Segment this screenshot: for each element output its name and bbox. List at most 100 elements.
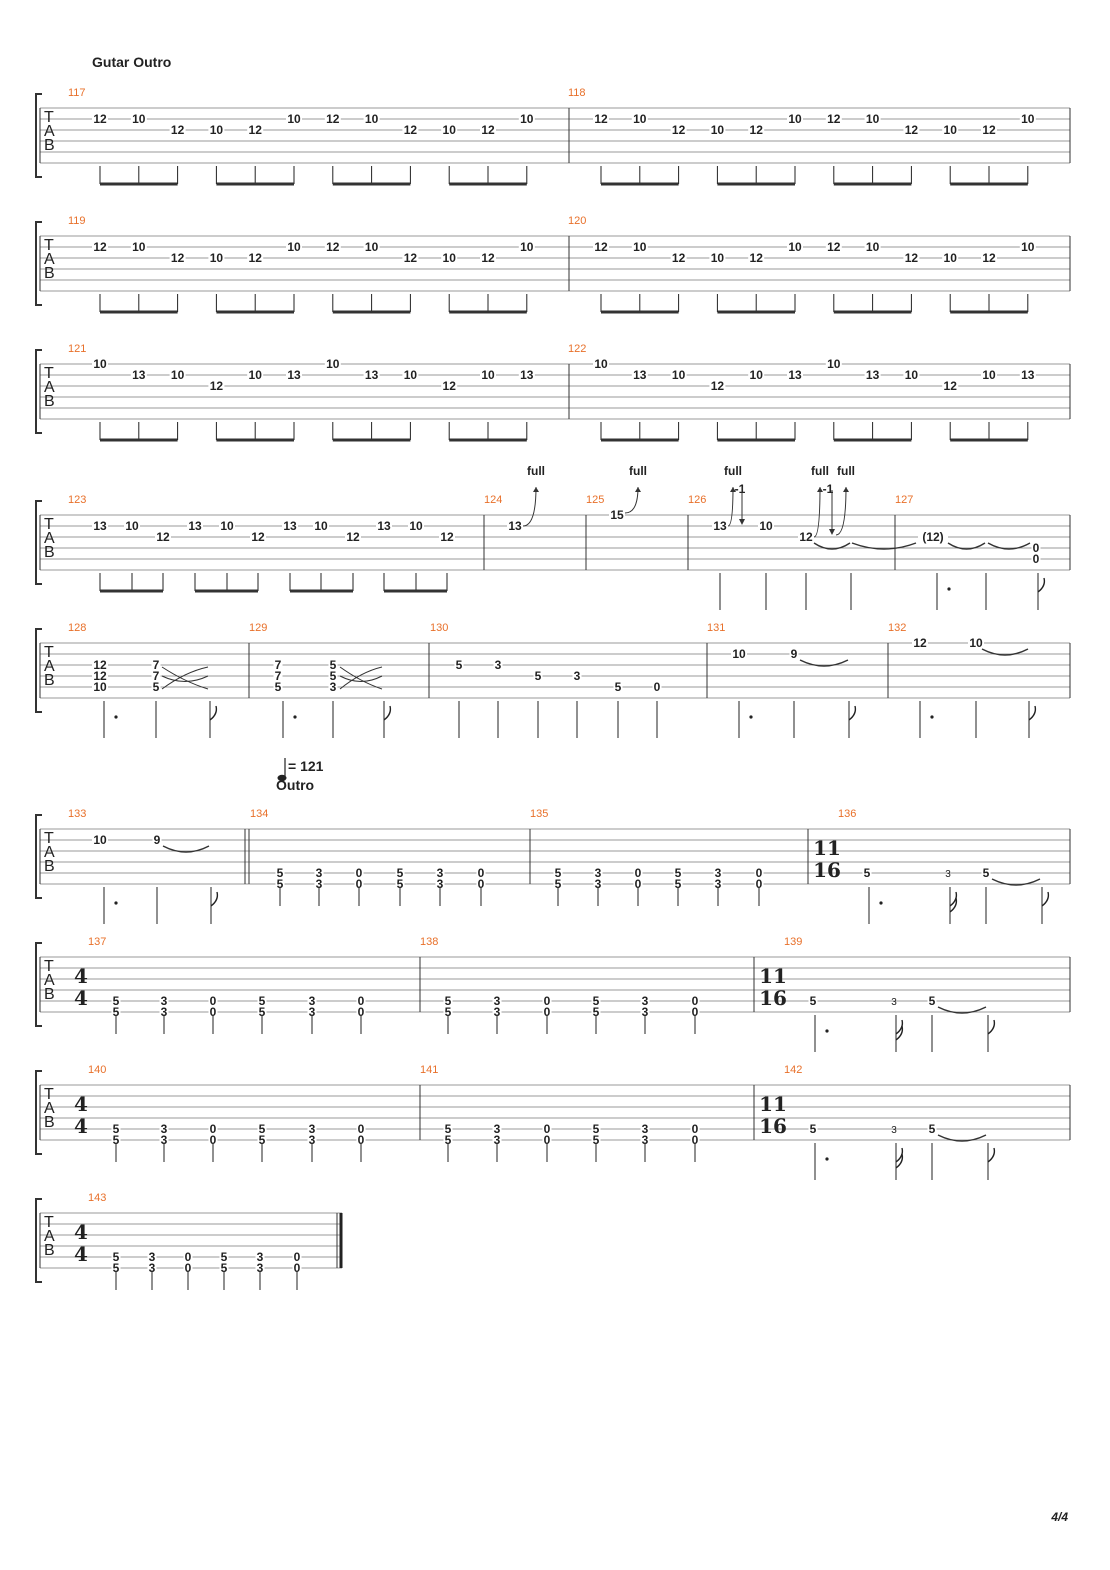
fret-mask — [443, 1134, 453, 1145]
fret-mask — [282, 520, 298, 531]
fret-number: 12 — [249, 251, 263, 265]
fret-number: 3 — [316, 877, 323, 891]
fret-mask — [92, 681, 108, 692]
fret-mask — [273, 670, 283, 681]
tab-clef-letter: A — [44, 1100, 55, 1117]
fret-number: 12 — [944, 379, 958, 393]
fret-number: 10 — [594, 357, 608, 371]
fret-mask — [286, 113, 302, 124]
fret-number: 12 — [249, 123, 263, 137]
fret-number: 0 — [756, 877, 763, 891]
fret-mask — [981, 867, 991, 878]
fret-mask — [492, 1123, 502, 1134]
fret-mask — [402, 124, 419, 135]
fret-mask — [631, 241, 648, 252]
measure-number: 138 — [420, 936, 438, 948]
fret-mask — [443, 995, 453, 1006]
fret-number: 5 — [593, 994, 600, 1008]
fret-number: 10 — [210, 123, 224, 137]
fret-number: 0 — [210, 1005, 217, 1019]
fret-mask — [480, 369, 496, 380]
bend-label: full — [811, 464, 829, 478]
fret-number: 10 — [287, 240, 301, 254]
fret-number: 5 — [397, 877, 404, 891]
fret-number: 13 — [132, 368, 146, 382]
fret-mask — [292, 1262, 302, 1273]
fret-number: 5 — [221, 1261, 228, 1275]
fret-mask — [709, 380, 726, 391]
fret-mask — [862, 867, 872, 878]
fret-number: 12 — [156, 530, 170, 544]
fret-mask — [439, 531, 455, 542]
fret-number: 12 — [93, 112, 107, 126]
fret-number: 13 — [287, 368, 301, 382]
fret-number: 3 — [642, 1005, 649, 1019]
fret-number: 10 — [481, 368, 495, 382]
system-bracket — [35, 349, 42, 434]
fret-mask — [435, 867, 445, 878]
fret-number: 12 — [905, 251, 919, 265]
fret-mask — [219, 1262, 229, 1273]
fret-mask — [912, 637, 928, 648]
fret-mask — [787, 113, 803, 124]
fret-number: 0 — [692, 994, 699, 1008]
fret-mask — [111, 1006, 121, 1017]
fret-number: 3 — [161, 1005, 168, 1019]
fret-number: 5 — [593, 1005, 600, 1019]
fret-mask — [183, 1262, 193, 1273]
fret-number: 12 — [913, 636, 927, 650]
note-flag — [383, 705, 392, 721]
fret-mask — [981, 369, 997, 380]
fret-number: 13 — [283, 519, 297, 533]
fret-mask — [613, 681, 623, 692]
fret-mask — [542, 1123, 552, 1134]
fret-mask — [593, 241, 609, 252]
time-signature-bottom: 16 — [759, 1114, 787, 1138]
fret-number: 5 — [445, 994, 452, 1008]
fret-number: 3 — [595, 877, 602, 891]
fret-mask — [441, 252, 458, 263]
note-flag — [949, 891, 958, 907]
fret-number: 3 — [149, 1250, 156, 1264]
fret-mask — [247, 124, 264, 135]
fret-number: 10 — [220, 519, 234, 533]
fret-mask — [825, 241, 842, 252]
fret-mask — [402, 252, 419, 263]
time-signature-bottom: 16 — [759, 986, 787, 1010]
fret-number: 13 — [788, 368, 802, 382]
fret-number: 3 — [494, 1122, 501, 1136]
fret-mask — [903, 124, 920, 135]
fret-number: 3 — [316, 866, 323, 880]
fret-mask — [443, 1006, 453, 1017]
fret-mask — [789, 648, 799, 659]
fret-mask — [92, 659, 108, 670]
tab-clef-letter: T — [44, 237, 54, 254]
fret-mask — [92, 834, 108, 845]
fret-number: 5 — [929, 994, 936, 1008]
fret-mask — [787, 369, 803, 380]
tab-clef-letter: T — [44, 1214, 54, 1231]
fret-number: 0 — [294, 1250, 301, 1264]
tie — [981, 648, 1029, 656]
slur — [339, 666, 383, 690]
fret-mask — [652, 681, 662, 692]
fret-number: 3 — [494, 1005, 501, 1019]
fret-mask — [787, 241, 803, 252]
note-flag — [949, 897, 958, 913]
fret-number: 5 — [810, 1122, 817, 1136]
fret-mask — [631, 369, 648, 380]
fret-number: 3 — [495, 658, 502, 672]
fret-mask — [328, 670, 338, 681]
fret-number: 5 — [555, 877, 562, 891]
fret-number: 5 — [113, 1133, 120, 1147]
fret-number: 0 — [358, 1005, 365, 1019]
fret-mask — [363, 369, 380, 380]
fret-mask — [356, 995, 366, 1006]
tab-clef-letter: A — [44, 1228, 55, 1245]
fret-number: 12 — [672, 251, 686, 265]
note-flag — [987, 1019, 996, 1035]
bend-label: -1 — [823, 482, 834, 496]
fret-mask — [183, 1251, 193, 1262]
slur — [161, 675, 209, 682]
fret-mask — [208, 124, 225, 135]
